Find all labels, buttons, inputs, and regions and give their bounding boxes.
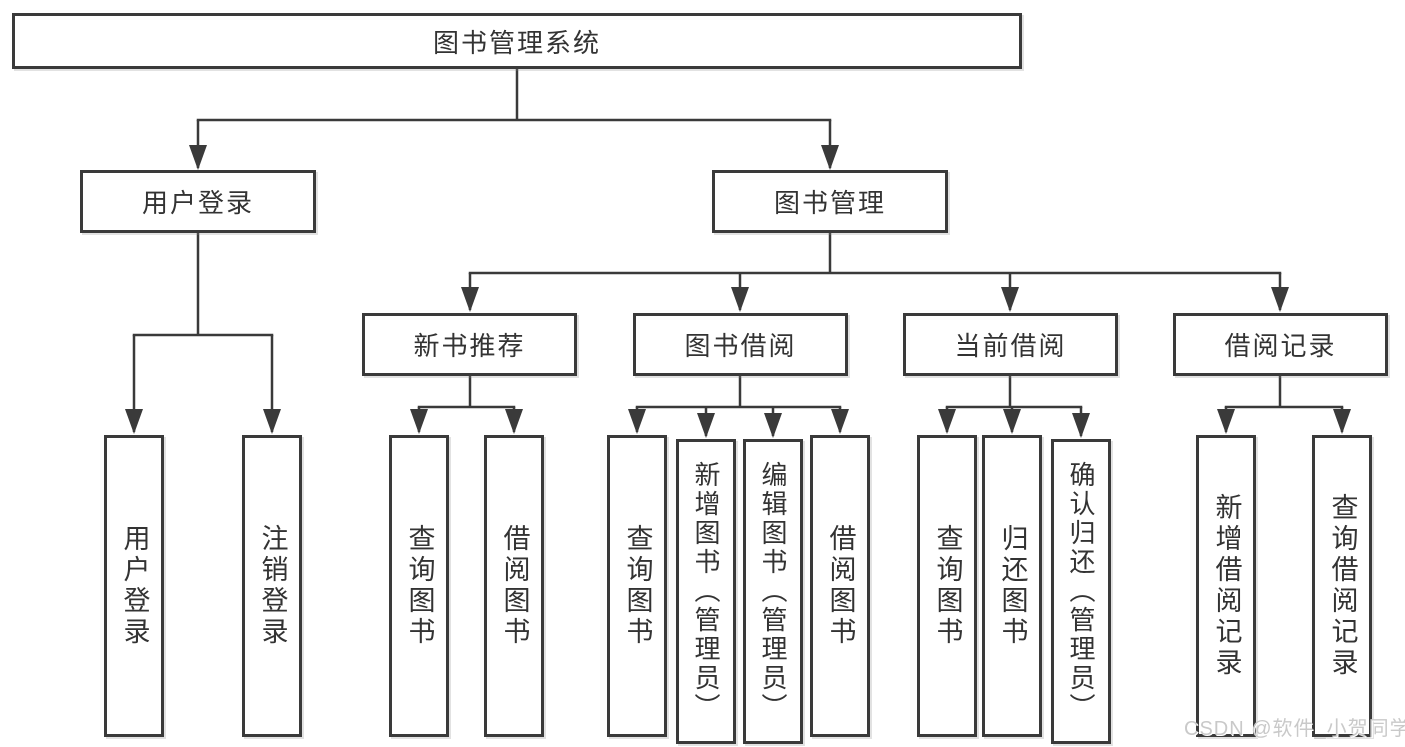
leaf-borrow-book-1-label: 借阅图书 xyxy=(499,524,530,648)
leaf-user-login: 用户登录 xyxy=(104,435,164,737)
leaf-borrow-book-2: 借阅图书 xyxy=(810,435,870,737)
leaf-user-login-label: 用户登录 xyxy=(119,524,150,648)
leaf-query-book-2-label: 查询图书 xyxy=(622,524,653,648)
leaf-confirm-return-admin: 确认归还（管理员） xyxy=(1051,439,1111,744)
leaf-add-book-admin: 新增图书（管理员） xyxy=(676,439,736,744)
node-new-book-recommend-label: 新书推荐 xyxy=(413,331,526,361)
node-book-borrow-label: 图书借阅 xyxy=(684,331,797,361)
node-book-management-label: 图书管理 xyxy=(773,188,886,218)
leaf-query-book-3-label: 查询图书 xyxy=(932,524,963,648)
leaf-logout: 注销登录 xyxy=(242,435,302,737)
node-book-borrow: 图书借阅 xyxy=(633,313,848,376)
leaf-borrow-book-2-label: 借阅图书 xyxy=(825,524,856,648)
node-current-borrow-label: 当前借阅 xyxy=(954,331,1067,361)
watermark: CSDN @软件_小贺同学 xyxy=(1184,718,1405,740)
leaf-return-book: 归还图书 xyxy=(982,435,1042,737)
node-user-login: 用户登录 xyxy=(80,170,316,233)
leaf-add-borrow-record-label: 新增借阅记录 xyxy=(1211,493,1242,679)
leaf-logout-label: 注销登录 xyxy=(257,524,288,648)
node-new-book-recommend: 新书推荐 xyxy=(362,313,577,376)
node-user-login-label: 用户登录 xyxy=(141,188,254,218)
leaf-edit-book-admin-label: 编辑图书（管理员） xyxy=(758,461,788,722)
node-current-borrow: 当前借阅 xyxy=(903,313,1118,376)
leaf-query-book-3: 查询图书 xyxy=(917,435,977,737)
node-root-label: 图书管理系统 xyxy=(432,27,601,58)
node-borrow-records-label: 借阅记录 xyxy=(1224,331,1337,361)
leaf-edit-book-admin: 编辑图书（管理员） xyxy=(743,439,803,744)
leaf-add-borrow-record: 新增借阅记录 xyxy=(1196,435,1256,737)
leaf-query-borrow-record-label: 查询借阅记录 xyxy=(1327,493,1358,679)
leaf-confirm-return-admin-label: 确认归还（管理员） xyxy=(1066,461,1096,722)
node-borrow-records: 借阅记录 xyxy=(1173,313,1388,376)
node-root: 图书管理系统 xyxy=(12,13,1022,69)
leaf-query-book-1: 查询图书 xyxy=(389,435,449,737)
leaf-query-book-1-label: 查询图书 xyxy=(404,524,435,648)
leaf-query-book-2: 查询图书 xyxy=(607,435,667,737)
leaf-borrow-book-1: 借阅图书 xyxy=(484,435,544,737)
leaf-add-book-admin-label: 新增图书（管理员） xyxy=(691,461,721,722)
leaf-query-borrow-record: 查询借阅记录 xyxy=(1312,435,1372,737)
node-book-management: 图书管理 xyxy=(712,170,948,233)
leaf-return-book-label: 归还图书 xyxy=(997,524,1028,648)
